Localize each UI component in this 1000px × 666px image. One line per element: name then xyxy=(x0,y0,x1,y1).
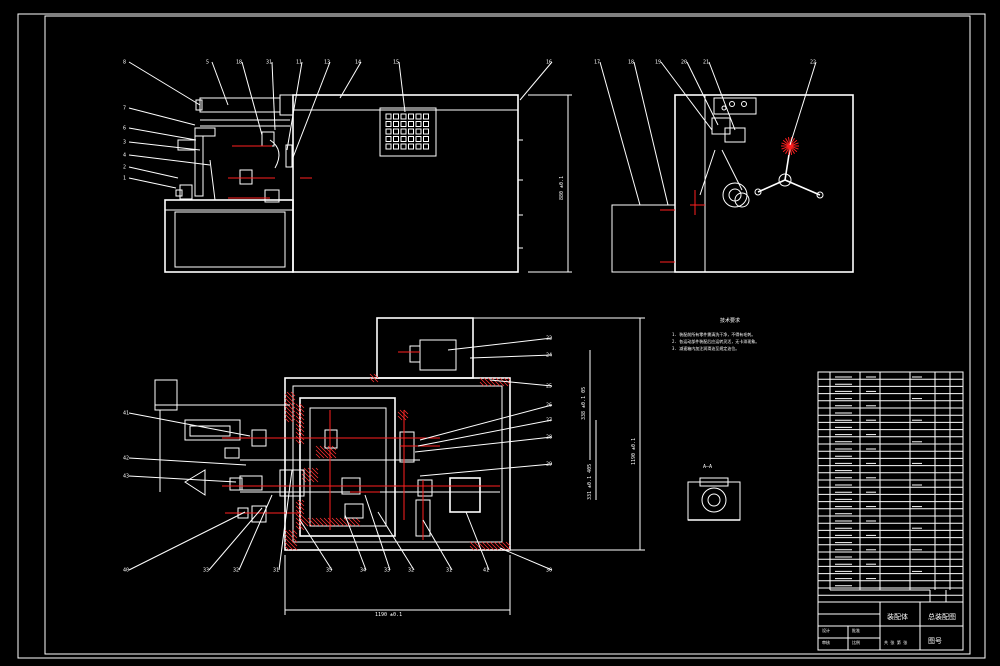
title-scale: 比例 xyxy=(852,639,860,645)
title-block: 装配体 总装配图 图号 设计 审核 批准 比例 共 张 第 张 xyxy=(817,589,964,651)
side-label-0: 17 xyxy=(594,60,600,66)
elev-label-1: 5 xyxy=(206,60,209,66)
inner-frame xyxy=(44,15,971,655)
title-material: 装配体 xyxy=(887,612,908,621)
tech-note-1: 1. 装配前所有零件需清洗干净，不得有毛刺。 xyxy=(672,331,755,337)
dim-plan-b: 331 ±0.1 405 xyxy=(587,464,593,500)
side-label-4: 21 xyxy=(703,60,709,66)
plan-bottom-label-6: 32 xyxy=(408,568,414,574)
front-elevation-view: 880 ±0.1 8 5 18 31 11 13 14 15 7 6 3 4 2 1 16 xyxy=(123,60,572,273)
title-design: 设计 xyxy=(822,627,830,633)
side-label-2: 19 xyxy=(655,60,661,66)
section-a-a-view: A—A xyxy=(687,464,741,521)
plan-bottom-label-2: 31 xyxy=(273,568,279,574)
plan-right-label-0: 22 xyxy=(546,336,552,342)
elev-label-7: 15 xyxy=(393,60,399,66)
plan-right-label-7: 30 xyxy=(546,568,552,574)
section-label: A—A xyxy=(703,464,712,470)
keypad-grid xyxy=(385,113,429,150)
keypad-panel xyxy=(379,107,437,157)
plan-view: 1190 ±0.1 1190 ±0.1 338 ±0.1 05 331 ±0.1… xyxy=(123,317,645,618)
side-label-1: 18 xyxy=(628,60,634,66)
elev-label-0: 8 xyxy=(123,60,126,66)
plan-bottom-label-4: 34 xyxy=(360,568,366,574)
elev-label-9: 6 xyxy=(123,126,126,132)
plan-left-label-2: 43 xyxy=(123,474,129,480)
plan-bottom-label-7: 31 xyxy=(446,568,452,574)
tech-note-2: 2. 各运动部件装配后应运转灵活，无卡滞现象。 xyxy=(672,338,759,344)
elev-label-11: 4 xyxy=(123,153,126,159)
title-name: 总装配图 xyxy=(928,612,956,621)
plan-right-label-3: 26 xyxy=(546,403,552,409)
outer-frame xyxy=(17,13,986,659)
title-approve: 批准 xyxy=(852,627,860,633)
elev-label-3: 31 xyxy=(266,60,272,66)
parts-list xyxy=(817,371,964,603)
side-label-5: 22 xyxy=(810,60,816,66)
elev-label-12: 2 xyxy=(123,165,126,171)
plan-bottom-label-5: 33 xyxy=(384,568,390,574)
plan-right-label-6: 29 xyxy=(546,462,552,468)
dim-plan-height: 1190 ±0.1 xyxy=(631,438,637,465)
tech-note-3: 3. 减速箱内加注润滑油至规定油位。 xyxy=(672,345,739,351)
dim-elevation-height: 880 ±0.1 xyxy=(559,176,565,200)
elev-label-4: 11 xyxy=(296,60,302,66)
dim-plan-a: 338 ±0.1 05 xyxy=(581,387,587,420)
plan-right-label-4: 27 xyxy=(546,418,552,424)
elev-label-10: 3 xyxy=(123,140,126,146)
title-sheet: 共 张 第 张 xyxy=(884,639,907,645)
side-label-3: 20 xyxy=(681,60,687,66)
title-check: 审核 xyxy=(822,639,830,645)
elev-label-5: 13 xyxy=(324,60,330,66)
plan-left-label-3: 40 xyxy=(123,568,129,574)
plan-bottom-label-8: 41 xyxy=(483,568,489,574)
side-view: 17 18 19 20 21 22 xyxy=(594,60,854,273)
elev-label-2: 18 xyxy=(236,60,242,66)
dim-plan-width: 1190 ±0.1 xyxy=(375,612,402,618)
title-drawing-no: 图号 xyxy=(928,637,942,645)
technical-requirements: 技术要求 1. 装配前所有零件需清洗干净，不得有毛刺。 2. 各运动部件装配后应… xyxy=(672,317,759,351)
plan-right-label-2: 25 xyxy=(546,384,552,390)
elev-label-13: 1 xyxy=(123,176,126,182)
plan-bottom-label-1: 32 xyxy=(233,568,239,574)
plan-right-label-1: 24 xyxy=(546,353,552,359)
elev-label-16: 16 xyxy=(546,60,552,66)
plan-left-label-1: 42 xyxy=(123,456,129,462)
plan-left-label-0: 41 xyxy=(123,411,129,417)
plan-bottom-label-3: 35 xyxy=(326,568,332,574)
plan-bottom-label-0: 33 xyxy=(203,568,209,574)
plan-right-label-5: 28 xyxy=(546,435,552,441)
tech-title: 技术要求 xyxy=(720,317,740,324)
elev-label-6: 14 xyxy=(355,60,361,66)
elev-label-8: 7 xyxy=(123,106,126,112)
